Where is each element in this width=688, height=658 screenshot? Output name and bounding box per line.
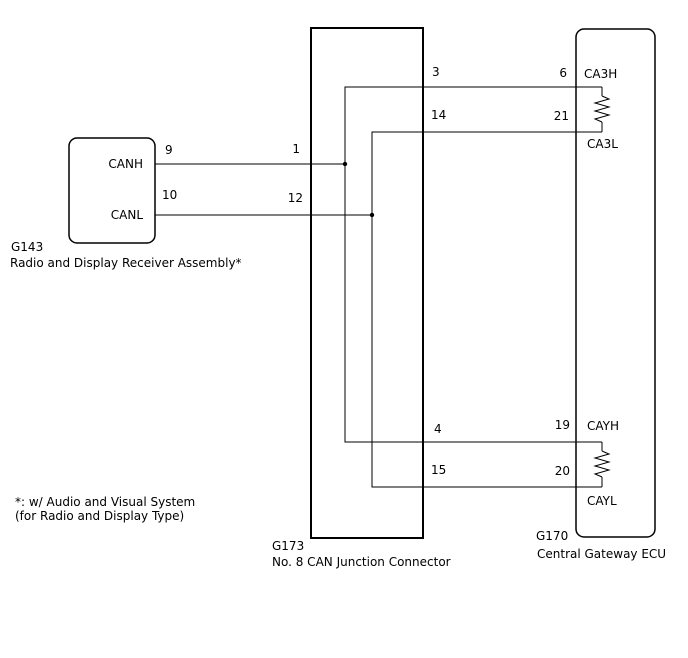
junction-code: G173	[272, 539, 304, 553]
junction-pin-12: 12	[288, 191, 303, 205]
radio-canh-label: CANH	[108, 157, 143, 171]
gateway-pin-19: 19	[555, 418, 570, 432]
wire-ca3h	[344, 86, 602, 443]
radio-canl-pin: 10	[162, 188, 177, 202]
radio-receiver-box	[68, 137, 156, 244]
footnote-line-2: (for Radio and Display Type)	[15, 509, 184, 523]
gateway-name: Central Gateway ECU	[537, 547, 666, 561]
gateway-cayh-label: CAYH	[587, 419, 619, 433]
gateway-pin-21: 21	[554, 109, 569, 123]
junction-pin-14: 14	[431, 108, 446, 122]
junction-pin-3: 3	[432, 65, 440, 79]
gateway-cayl-label: CAYL	[587, 494, 617, 508]
gateway-code: G170	[536, 529, 568, 543]
terminating-resistor-cay	[593, 442, 611, 487]
gateway-ca3l-label: CA3L	[587, 137, 618, 151]
radio-canh-pin: 9	[165, 143, 173, 157]
terminating-resistor-ca3	[593, 87, 611, 132]
gateway-pin-20: 20	[555, 464, 570, 478]
radio-name: Radio and Display Receiver Assembly*	[10, 256, 242, 270]
junction-pin-15: 15	[431, 463, 446, 477]
wire-ca3l	[371, 131, 602, 488]
junction-pin-4: 4	[434, 422, 442, 436]
footnote-line-1: *: w/ Audio and Visual System	[15, 495, 195, 509]
junction-pin-1: 1	[292, 142, 300, 156]
gateway-ca3h-label: CA3H	[584, 67, 617, 81]
gateway-ecu-box	[575, 28, 656, 538]
junction-name: No. 8 CAN Junction Connector	[272, 555, 451, 569]
radio-canl-label: CANL	[111, 208, 144, 222]
junction-connector-box	[310, 27, 424, 539]
splice-point-h	[342, 161, 348, 167]
gateway-pin-6: 6	[559, 66, 567, 80]
radio-code: G143	[11, 240, 43, 254]
splice-point-l	[369, 212, 375, 218]
